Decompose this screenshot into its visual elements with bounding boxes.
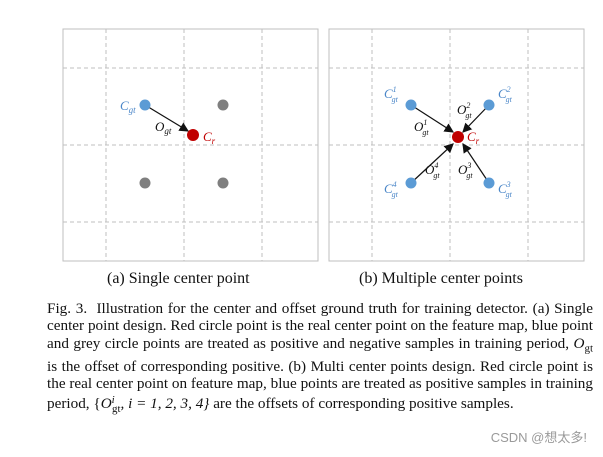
blue-point-b-2 — [483, 99, 495, 111]
offset-arrow-b-3 — [462, 143, 490, 184]
subcaption-b: (b) Multiple center points — [359, 270, 523, 287]
grid-a — [62, 28, 319, 262]
label-cr-b: Cr — [467, 129, 480, 146]
blue-point-b-1 — [405, 99, 417, 111]
offset-arrow-b-1 — [410, 104, 455, 133]
panel-a-single-center: Cgt Ogt Cr — [62, 28, 319, 262]
caption-offset-set: {Oigt, i = 1, 2, 3, 4} — [93, 394, 210, 415]
grey-point-a-bottom-right — [217, 177, 229, 189]
caption-label: Fig. 3. — [47, 300, 88, 317]
offset-arrow-b-2 — [462, 104, 490, 133]
offset-arrow-b-4 — [410, 143, 454, 184]
grey-point-a-top-right — [217, 99, 229, 111]
blue-point-a — [139, 99, 151, 111]
blue-point-b-4 — [405, 177, 417, 189]
subcaption-a: (a) Single center point — [107, 270, 250, 287]
caption-offset-symbol: Ogt — [573, 334, 594, 355]
grid-b — [328, 28, 585, 262]
label-offset-a: Ogt — [155, 119, 172, 136]
figure-caption: Fig. 3. Illustration for the center and … — [47, 300, 593, 418]
csdn-watermark: CSDN @想太多! — [488, 427, 589, 446]
blue-point-b-3 — [483, 177, 495, 189]
red-point-a — [187, 129, 199, 141]
offset-arrow-a — [144, 104, 190, 132]
red-point-b — [452, 131, 464, 143]
grey-point-a-bottom-left — [139, 177, 151, 189]
caption-part2: is the offset of corresponding positive.… — [47, 357, 593, 413]
caption-part1: Illustration for the center and offset g… — [47, 300, 594, 352]
label-cgt-a: Cgt — [120, 98, 136, 115]
caption-part3: are the offsets of corresponding positiv… — [213, 395, 514, 413]
label-cr-a: Cr — [203, 129, 216, 146]
